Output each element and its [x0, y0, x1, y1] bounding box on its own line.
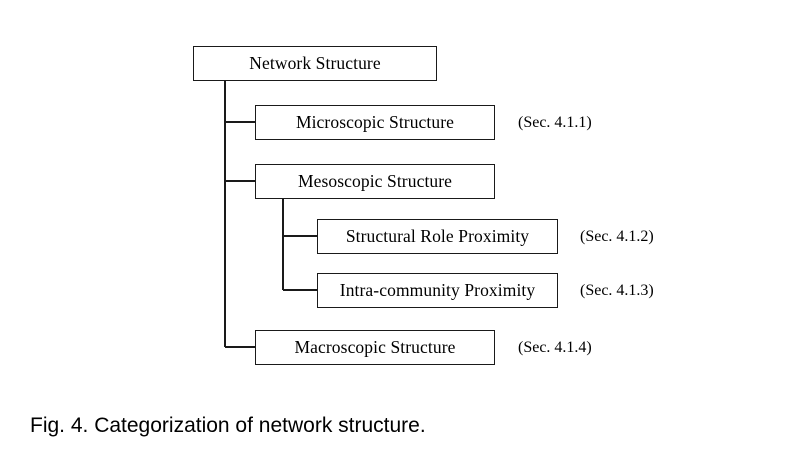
- section-ref-intra-community: (Sec. 4.1.3): [580, 282, 654, 299]
- section-ref-structural-role: (Sec. 4.1.2): [580, 228, 654, 245]
- section-ref-microscopic: (Sec. 4.1.1): [518, 114, 592, 131]
- node-structural-role-proximity: Structural Role Proximity: [317, 219, 558, 254]
- node-intra-community-proximity: Intra-community Proximity: [317, 273, 558, 308]
- node-mesoscopic-structure: Mesoscopic Structure: [255, 164, 495, 199]
- node-network-structure: Network Structure: [193, 46, 437, 81]
- figure-caption: Fig. 4. Categorization of network struct…: [30, 414, 426, 437]
- section-ref-macroscopic: (Sec. 4.1.4): [518, 339, 592, 356]
- node-macroscopic-structure: Macroscopic Structure: [255, 330, 495, 365]
- node-microscopic-structure: Microscopic Structure: [255, 105, 495, 140]
